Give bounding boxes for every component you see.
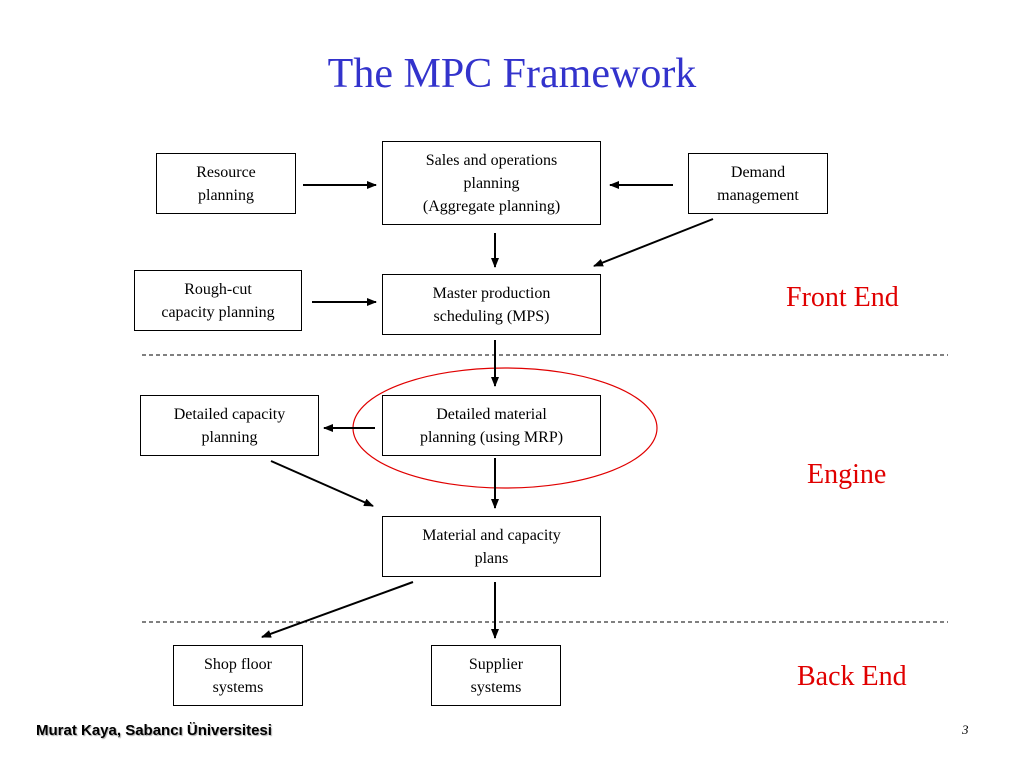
detailed-capacity-planning-box: Detailed capacity planning	[140, 395, 319, 456]
master-production-scheduling-box: Master production scheduling (MPS)	[382, 274, 601, 335]
arrow-plans-to-shop-floor	[261, 581, 414, 638]
supplier-systems-box: Supplier systems	[431, 645, 561, 706]
detailed-material-planning-box: Detailed material planning (using MRP)	[382, 395, 601, 456]
page-number: 3	[962, 722, 969, 737]
arrow-demand-to-mps	[593, 218, 714, 267]
demand-management-box: Demand management	[688, 153, 828, 214]
section-label-back-end: Back End	[797, 661, 907, 692]
section-label-front-end: Front End	[786, 282, 899, 313]
footer-author: Murat Kaya, Sabancı Üniversitesi	[36, 722, 272, 739]
rough-cut-capacity-planning-box: Rough-cut capacity planning	[134, 270, 302, 331]
material-capacity-plans-box: Material and capacity plans	[382, 516, 601, 577]
slide-title: The MPC Framework	[327, 51, 697, 97]
sales-operations-planning-box: Sales and operations planning (Aggregate…	[382, 141, 601, 225]
arrow-detailed-capacity-to-plans	[270, 460, 374, 507]
section-label-engine: Engine	[807, 459, 887, 490]
resource-planning-box: Resource planning	[156, 153, 296, 214]
shop-floor-systems-box: Shop floor systems	[173, 645, 303, 706]
